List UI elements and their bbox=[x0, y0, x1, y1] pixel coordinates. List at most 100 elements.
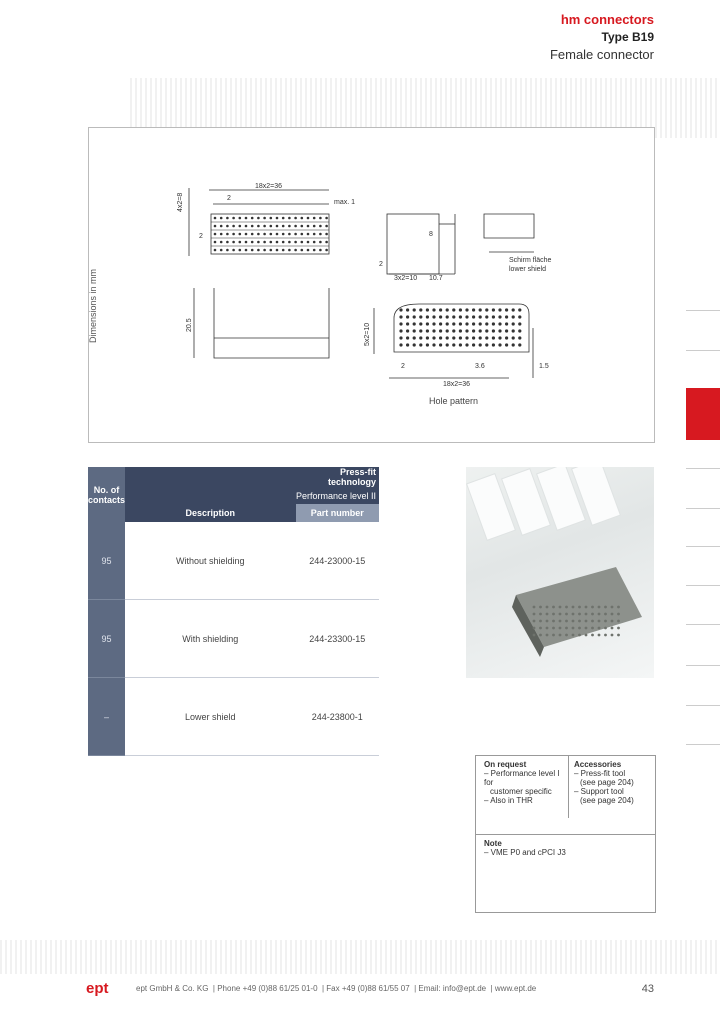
pin-dot bbox=[511, 322, 515, 326]
table-row: – Lower shield 244-23800-1 bbox=[88, 677, 379, 756]
pin-dot bbox=[617, 612, 620, 616]
pin-dot bbox=[505, 308, 509, 312]
pin-dot bbox=[399, 329, 403, 333]
accessory-item: – Support tool bbox=[574, 787, 624, 796]
row-part-number: 244-23000-15 bbox=[295, 522, 379, 600]
dim-hole-a: 2 bbox=[401, 363, 405, 370]
pin-dot bbox=[419, 336, 423, 340]
dim-shield: Schirm fläche bbox=[509, 257, 552, 264]
pin-dot bbox=[539, 626, 542, 630]
pin-dot bbox=[485, 322, 489, 326]
pin-dot bbox=[419, 343, 423, 347]
pin-dot bbox=[325, 240, 328, 244]
pin-dot bbox=[219, 248, 223, 252]
pin-dot bbox=[300, 232, 304, 236]
pin-dot bbox=[584, 605, 588, 609]
table-row: 95 Without shielding 244-23000-15 bbox=[88, 522, 379, 600]
tab-divider bbox=[686, 546, 720, 547]
pin-dot bbox=[263, 232, 266, 236]
pin-dot bbox=[213, 224, 217, 228]
pin-dot bbox=[571, 626, 575, 630]
pin-dot bbox=[288, 232, 291, 236]
header-tech-line1: Press-fit technology bbox=[295, 467, 379, 487]
pin-dot bbox=[578, 605, 581, 609]
pin-dot bbox=[419, 322, 423, 326]
pin-dot bbox=[288, 240, 291, 244]
pin-dot bbox=[250, 248, 254, 252]
pin-dot bbox=[412, 308, 416, 312]
pin-dot bbox=[226, 224, 229, 228]
header-tech-line2: Performance level II bbox=[295, 487, 379, 504]
pin-dot bbox=[552, 633, 555, 637]
dim-top-width: 18x2=36 bbox=[255, 183, 282, 190]
pin-dot bbox=[610, 619, 614, 623]
footer-web[interactable]: www.ept.de bbox=[494, 984, 537, 993]
pin-dot bbox=[399, 308, 403, 312]
pin-dot bbox=[406, 322, 410, 326]
pin-dot bbox=[281, 232, 285, 236]
pin-dot bbox=[518, 329, 522, 333]
pin-dot bbox=[532, 605, 536, 609]
pin-dot bbox=[232, 216, 235, 220]
pin-dot bbox=[472, 308, 476, 312]
pin-dot bbox=[399, 336, 403, 340]
pin-dot bbox=[505, 329, 509, 333]
pin-dot bbox=[226, 240, 229, 244]
pin-dot bbox=[539, 605, 542, 609]
pin-dot bbox=[604, 605, 607, 609]
pin-dot bbox=[452, 336, 456, 340]
footer-contact: ept GmbH & Co. KG | Phone +49 (0)88 61/2… bbox=[136, 984, 537, 993]
pin-dot bbox=[432, 322, 436, 326]
pin-dot bbox=[610, 626, 614, 630]
pin-dot bbox=[399, 343, 403, 347]
pin-dot bbox=[445, 336, 449, 340]
pin-dot bbox=[545, 612, 549, 616]
pin-dot bbox=[439, 336, 443, 340]
dim-hole-vertical: 5x2=10 bbox=[364, 323, 371, 346]
pin-dot bbox=[213, 240, 217, 244]
pin-dot bbox=[238, 224, 242, 228]
active-section-tab[interactable] bbox=[686, 388, 720, 440]
pin-dot bbox=[458, 343, 462, 347]
pin-dot bbox=[281, 216, 285, 220]
info-box: On request – Performance level I for cus… bbox=[475, 755, 656, 913]
pin-dot bbox=[281, 248, 285, 252]
pin-dot bbox=[452, 343, 456, 347]
dim-hole-c: 1.5 bbox=[539, 363, 549, 370]
pin-dot bbox=[478, 315, 482, 319]
pin-dot bbox=[478, 329, 482, 333]
pin-dot bbox=[465, 322, 469, 326]
pin-dot bbox=[591, 633, 594, 637]
pin-dot bbox=[491, 336, 495, 340]
pin-dot bbox=[432, 308, 436, 312]
pin-dot bbox=[591, 612, 594, 616]
pin-dot bbox=[485, 329, 489, 333]
pin-dot bbox=[439, 322, 443, 326]
pin-dot bbox=[565, 626, 568, 630]
pin-dot bbox=[306, 224, 310, 228]
pin-dot bbox=[432, 315, 436, 319]
pin-dot bbox=[312, 224, 316, 228]
pin-dot bbox=[419, 329, 423, 333]
pin-dot bbox=[604, 626, 607, 630]
pin-dot bbox=[478, 336, 482, 340]
pin-dot bbox=[571, 619, 575, 623]
footer-email[interactable]: Email: info@ept.de bbox=[418, 984, 487, 993]
pin-dot bbox=[539, 619, 542, 623]
pin-dot bbox=[571, 633, 575, 637]
pin-dot bbox=[306, 232, 310, 236]
footer-phone: Phone +49 (0)88 61/25 01-0 bbox=[217, 984, 318, 993]
pin-dot bbox=[219, 232, 223, 236]
pin-dot bbox=[238, 248, 242, 252]
pin-dot bbox=[406, 308, 410, 312]
pin-dot bbox=[306, 248, 310, 252]
pin-dot bbox=[406, 336, 410, 340]
pin-dot bbox=[604, 633, 607, 637]
pin-dot bbox=[419, 308, 423, 312]
pin-dot bbox=[610, 633, 614, 637]
pin-dot bbox=[584, 626, 588, 630]
pin-dot bbox=[545, 626, 549, 630]
pin-dot bbox=[597, 626, 601, 630]
pin-dot bbox=[552, 619, 555, 623]
pin-dot bbox=[458, 322, 462, 326]
